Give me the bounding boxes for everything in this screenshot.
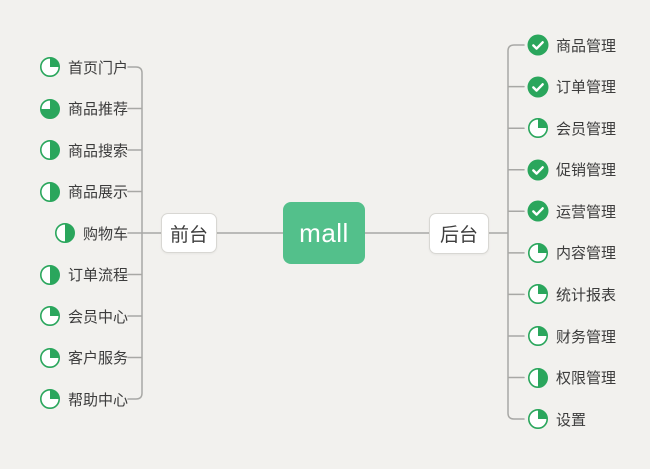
check-icon [527, 34, 549, 56]
pie-50-icon [39, 139, 61, 161]
topic-item[interactable]: 订单管理 [527, 75, 616, 99]
topic-label: 订单流程 [67, 267, 128, 284]
topic-label: 会员管理 [556, 120, 617, 138]
topic-item[interactable]: 商品搜索 [39, 138, 128, 162]
branch-label-backend: 后台 [439, 225, 478, 246]
topic-item[interactable]: 统计报表 [527, 282, 616, 306]
root-node-mall[interactable]: mall [283, 202, 365, 264]
root-label: mall [299, 217, 349, 248]
check-icon [527, 159, 549, 181]
topic-label: 权限管理 [556, 370, 617, 387]
pie-25-icon [527, 283, 549, 305]
topic-label: 帮助中心 [67, 391, 128, 409]
pie-50-icon [39, 264, 61, 286]
branch-label-frontend: 前台 [169, 224, 208, 246]
pie-50-icon [527, 367, 549, 389]
topic-item[interactable]: 订单流程 [39, 263, 128, 287]
topic-item[interactable]: 设置 [527, 407, 586, 431]
pie-25-icon [527, 117, 549, 139]
topic-item[interactable]: 商品展示 [39, 180, 128, 204]
check-icon [527, 200, 549, 222]
topic-label: 商品推荐 [67, 101, 128, 118]
topic-item[interactable]: 商品推荐 [39, 97, 128, 121]
topic-item[interactable]: 会员中心 [39, 304, 128, 328]
branch-node-frontend[interactable]: 前台 [161, 213, 217, 253]
topic-item[interactable]: 会员管理 [527, 116, 616, 140]
topic-label: 促销管理 [556, 162, 617, 180]
topic-item[interactable]: 购物车 [54, 221, 128, 245]
pie-25-icon [39, 388, 61, 410]
topic-label: 商品管理 [556, 37, 617, 55]
pie-50-icon [39, 181, 61, 203]
topic-label: 订单管理 [556, 79, 617, 97]
topic-label: 商品展示 [67, 184, 128, 201]
topic-label: 设置 [556, 411, 587, 429]
pie-50-icon [54, 222, 76, 244]
topic-item[interactable]: 权限管理 [527, 366, 616, 390]
topic-label: 内容管理 [556, 245, 617, 263]
topic-label: 购物车 [82, 225, 128, 243]
topic-label: 会员中心 [67, 308, 128, 326]
pie-75-icon [39, 98, 61, 120]
topic-label: 统计报表 [556, 286, 617, 304]
topic-item[interactable]: 促销管理 [527, 158, 616, 182]
topic-item[interactable]: 客户服务 [39, 346, 128, 370]
pie-25-icon [527, 325, 549, 347]
pie-25-icon [39, 305, 61, 327]
topic-item[interactable]: 帮助中心 [39, 387, 128, 411]
pie-25-icon [527, 408, 549, 430]
pie-25-icon [39, 56, 61, 78]
check-icon [527, 76, 549, 98]
topic-item[interactable]: 首页门户 [39, 55, 128, 79]
topic-label: 运营管理 [556, 203, 617, 221]
topic-label: 首页门户 [67, 59, 128, 77]
topic-item[interactable]: 商品管理 [527, 33, 616, 57]
topic-item[interactable]: 内容管理 [527, 241, 616, 265]
topic-label: 商品搜索 [67, 142, 128, 160]
topic-label: 财务管理 [556, 328, 617, 346]
topic-label: 客户服务 [67, 350, 128, 367]
branch-node-backend[interactable]: 后台 [429, 213, 489, 254]
topic-item[interactable]: 运营管理 [527, 199, 616, 223]
pie-25-icon [527, 242, 549, 264]
topic-item[interactable]: 财务管理 [527, 324, 616, 348]
pie-25-icon [39, 347, 61, 369]
